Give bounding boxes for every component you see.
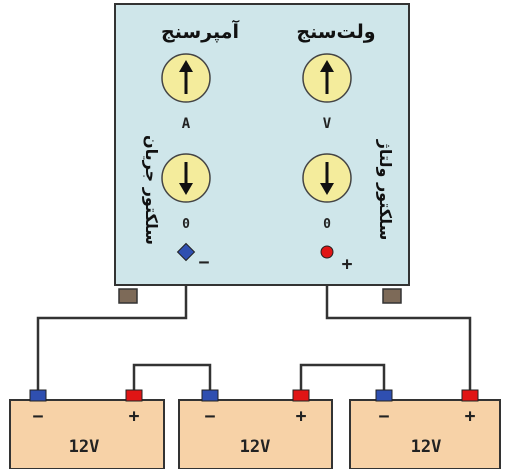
battery-3-neg-post (375, 389, 393, 402)
voltmeter-knob[interactable] (302, 53, 352, 103)
battery-3-pos-sign: + (465, 406, 476, 427)
battery-2: − + 12V (178, 389, 333, 469)
battery-2-pos-sign: + (296, 406, 307, 427)
voltage-selector-value: 0 (323, 217, 331, 232)
battery-2-neg-post (201, 389, 219, 402)
panel-foot-left (118, 288, 138, 304)
voltmeter-unit: V (323, 116, 332, 132)
wire-link-1 (132, 363, 212, 392)
ammeter-unit: A (182, 116, 191, 132)
ammeter-title: آمپرسنج (161, 19, 239, 43)
current-selector-label: سلکتور جریان (142, 135, 161, 245)
negative-terminal-sign: − (199, 252, 210, 273)
battery-3-label: 12V (411, 437, 442, 457)
battery-2-label: 12V (240, 437, 271, 457)
ammeter-knob[interactable] (161, 53, 211, 103)
arrow-up-icon (320, 60, 334, 94)
current-selector-value: 0 (182, 217, 190, 232)
battery-1-pos-sign: + (129, 406, 140, 427)
battery-1-neg-sign: − (33, 406, 44, 427)
battery-2-pos-post (292, 389, 310, 402)
battery-3-neg-sign: − (379, 406, 390, 427)
battery-1-label: 12V (69, 437, 100, 457)
battery-3: − + 12V (349, 389, 501, 469)
battery-1-pos-post (125, 389, 143, 402)
arrow-up-icon (179, 60, 193, 94)
arrow-down-icon (320, 162, 334, 195)
voltmeter-title: ولت‌سنج (296, 21, 375, 43)
battery-3-pos-post (461, 389, 479, 402)
positive-terminal-sign: + (342, 254, 353, 275)
panel-foot-right (382, 288, 402, 304)
meter-panel: آمپرسنج ولت‌سنج A V (114, 3, 410, 304)
current-selector-knob[interactable] (161, 153, 211, 203)
voltage-selector-knob[interactable] (302, 153, 352, 203)
positive-terminal[interactable] (320, 245, 334, 259)
arrow-down-icon (179, 162, 193, 195)
battery-2-neg-sign: − (205, 406, 216, 427)
battery-1: − + 12V (9, 389, 165, 469)
negative-terminal[interactable] (176, 242, 196, 262)
voltage-selector-label: سلکتور ولتاژ (376, 139, 395, 241)
wire-link-2 (299, 363, 386, 392)
battery-1-neg-post (29, 389, 47, 402)
